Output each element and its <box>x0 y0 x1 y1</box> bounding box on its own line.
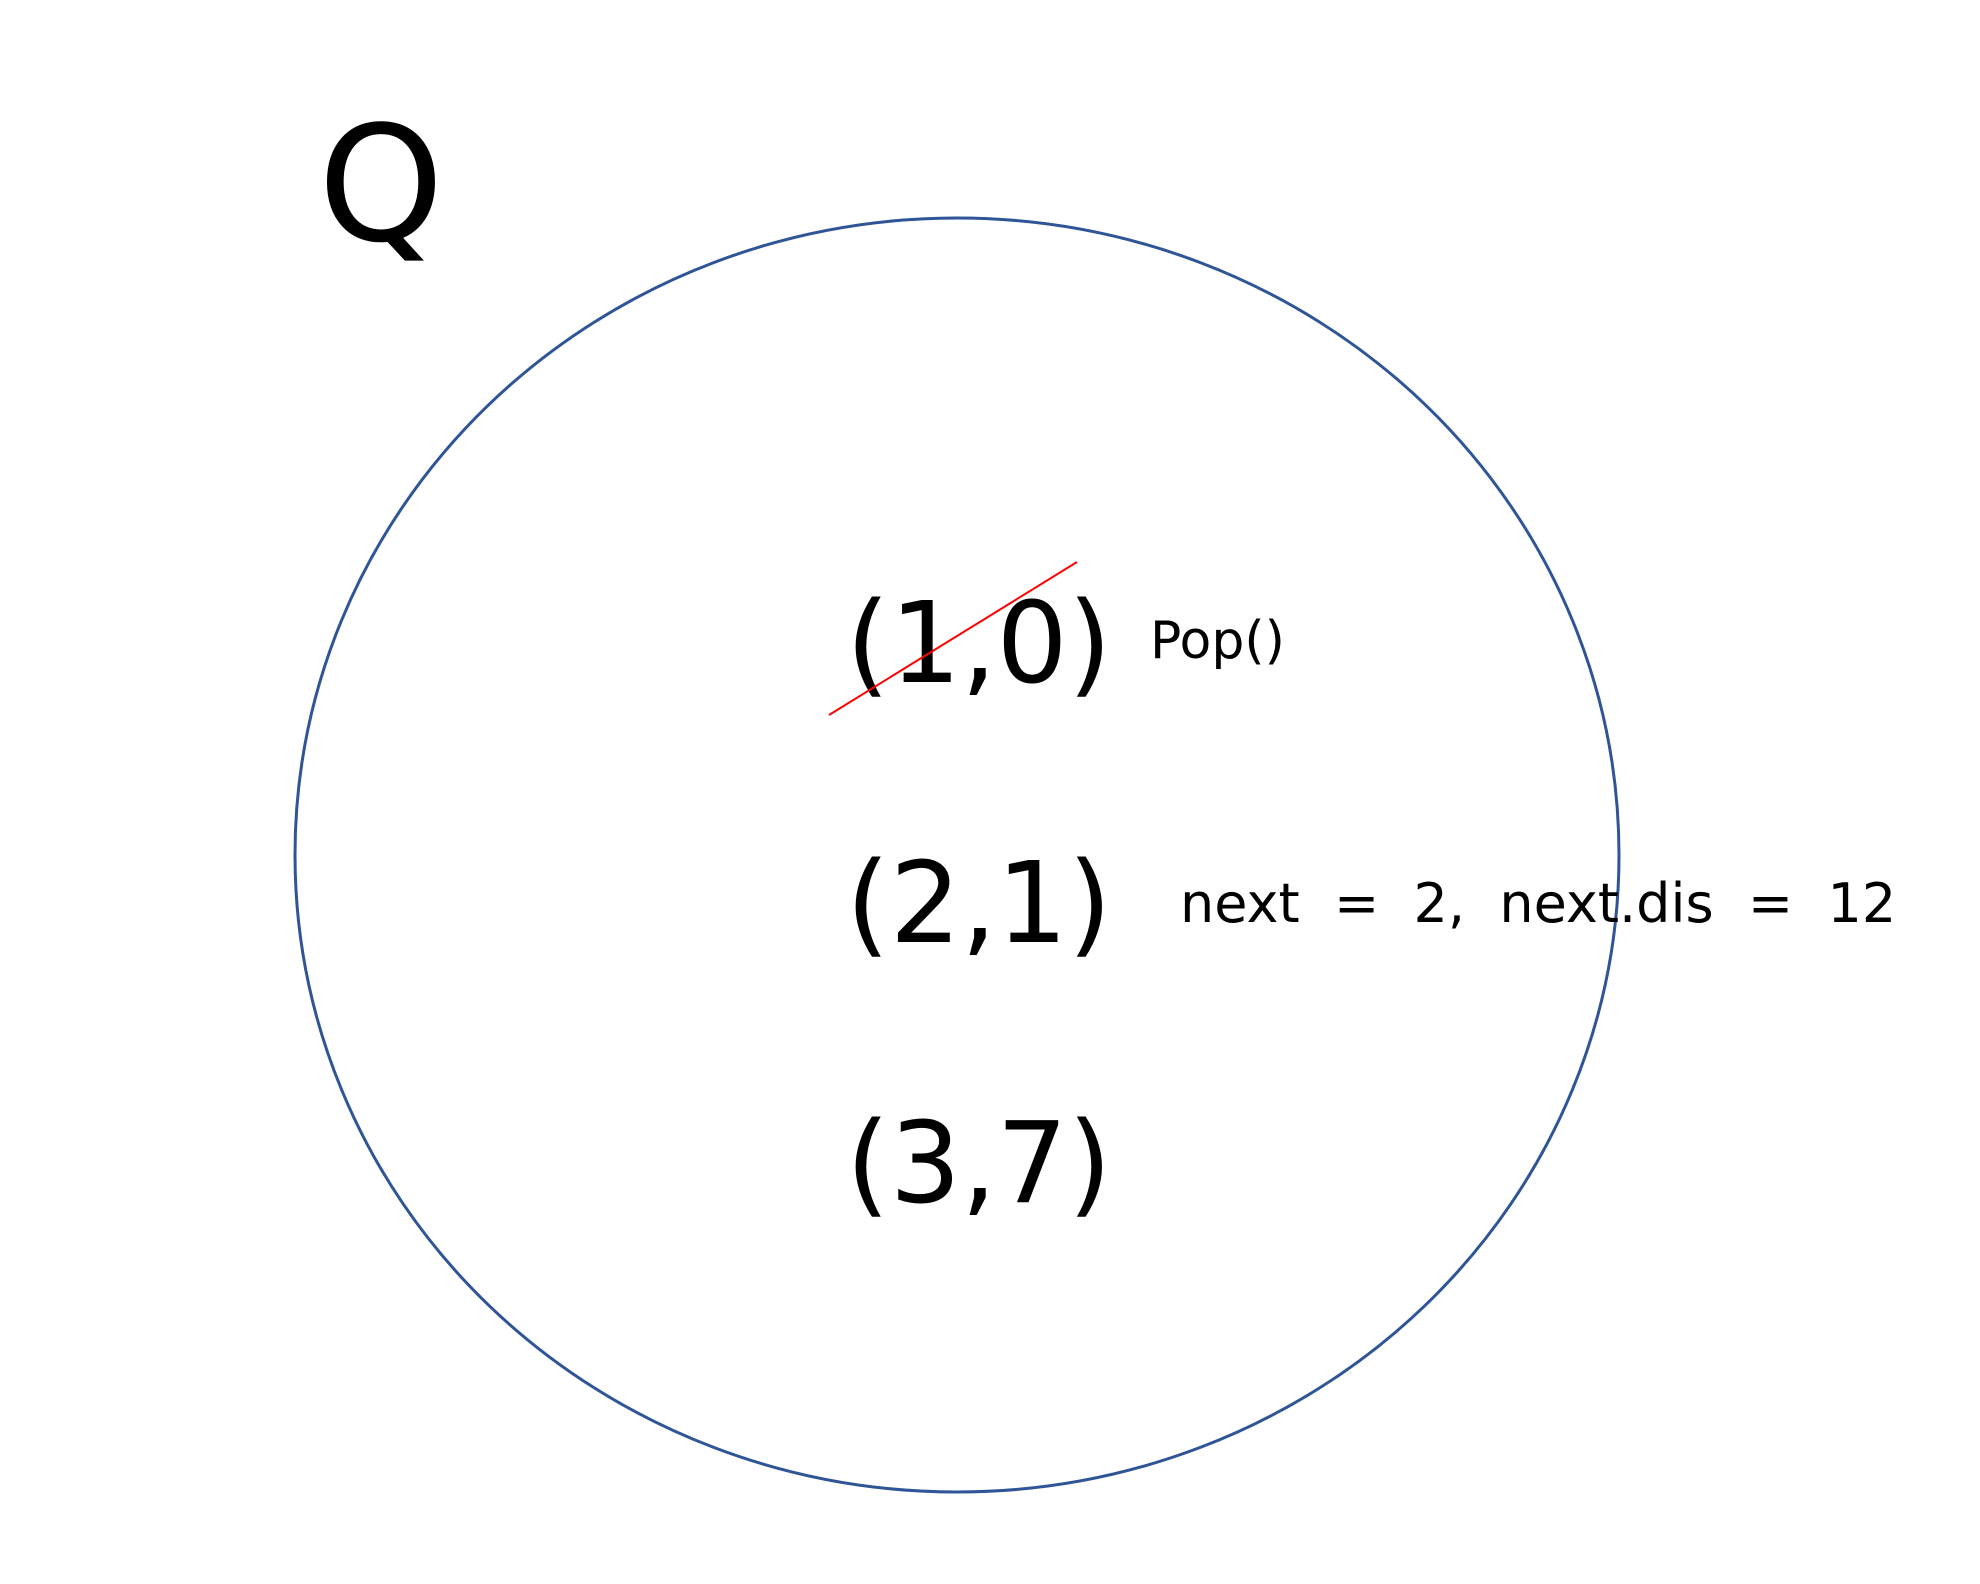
queue-label: Q <box>318 91 444 278</box>
queue-entry-2-1: (2,1) <box>846 839 1112 969</box>
queue-entry-3-7: (3,7) <box>846 1099 1112 1229</box>
queue-entry-1-0: (1,0) <box>846 579 1112 709</box>
pop-annotation: Pop() <box>1150 611 1285 671</box>
popped-strike-line <box>828 561 1078 716</box>
next-annotation: next = 2, next.dis = 12 <box>1180 872 1896 935</box>
queue-boundary <box>293 216 1621 1494</box>
